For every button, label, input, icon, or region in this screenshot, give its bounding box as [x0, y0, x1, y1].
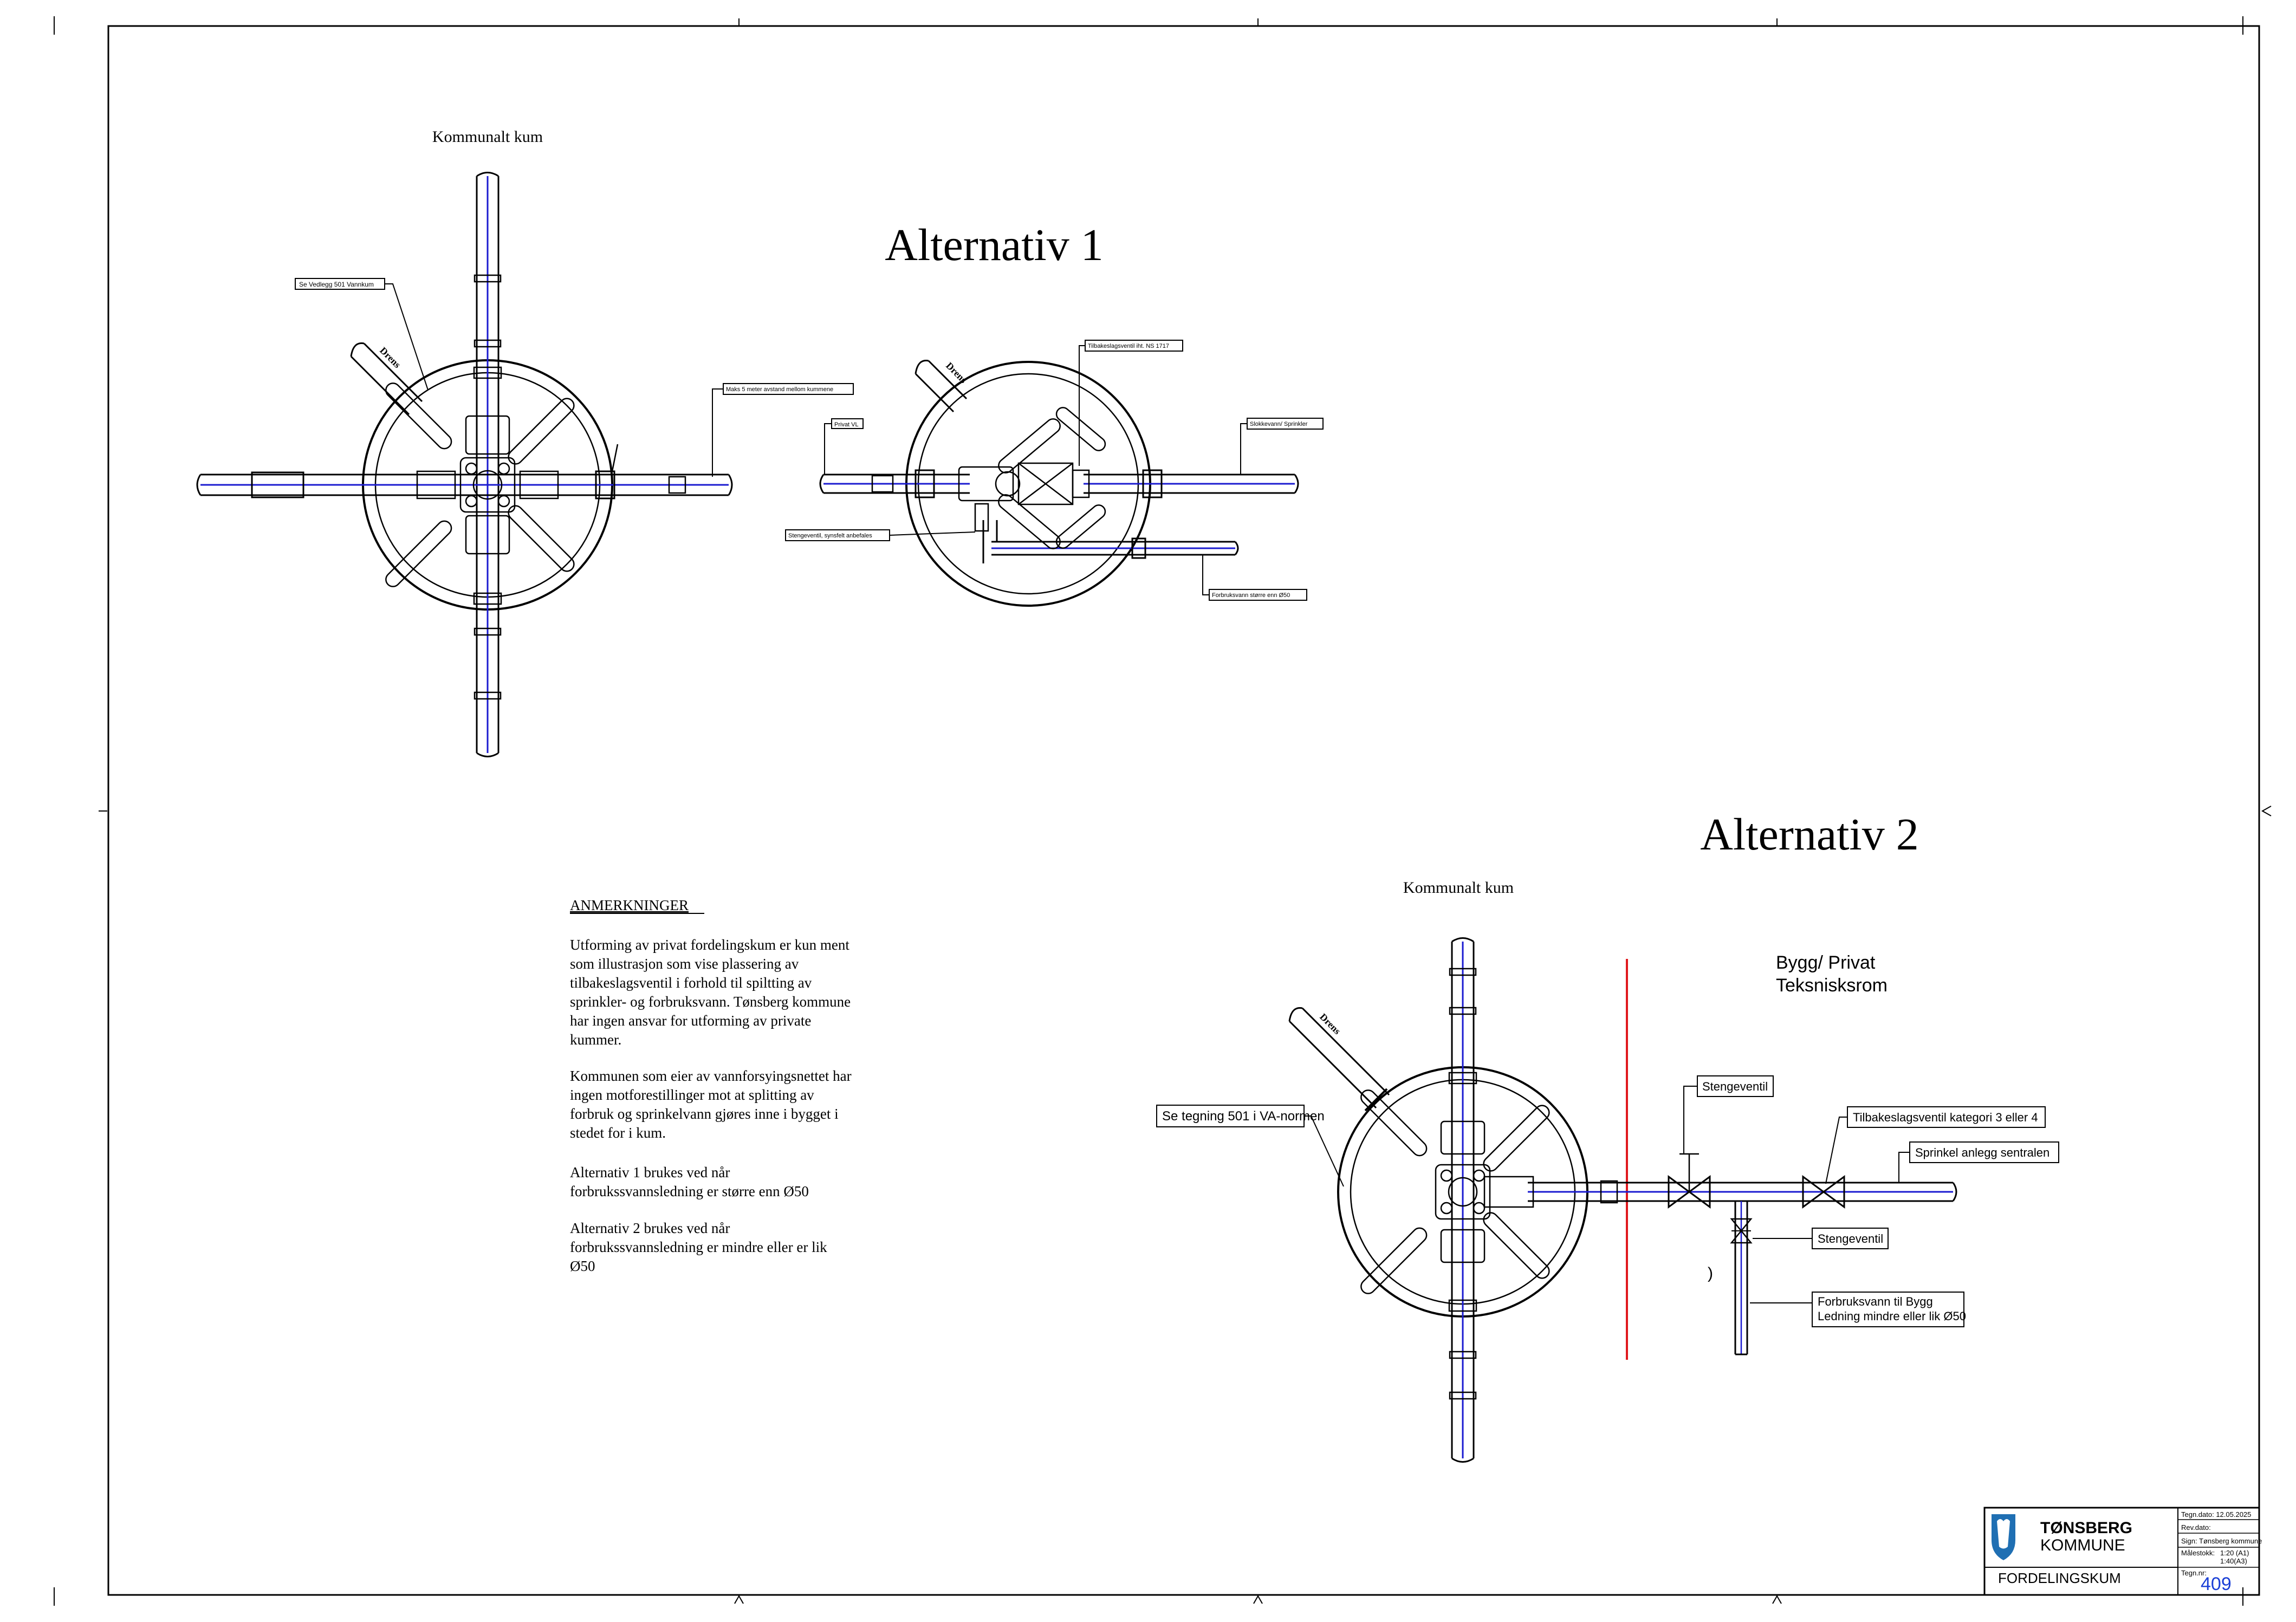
svg-text:Stengeventil, synsfelt anbefal: Stengeventil, synsfelt anbefales: [788, 533, 872, 539]
alt1-title: Alternativ 1: [885, 220, 1104, 270]
drawing-title: FORDELINGSKUM: [1998, 1570, 2121, 1586]
drawing-frame: [54, 16, 2272, 1606]
svg-text:kummer.: kummer.: [570, 1031, 621, 1048]
alt2-drain-label: Drens: [1318, 1011, 1342, 1036]
rev-dato: Rev.dato:: [2181, 1523, 2211, 1532]
alt1-callout-se-vedlegg: Se Vedlegg 501 Vannkum: [295, 278, 429, 391]
alt1-drain-label-right: Drens: [944, 360, 969, 385]
org-line2: KOMMUNE: [2040, 1536, 2125, 1554]
tegn-nr-label: Tegn.nr:: [2181, 1569, 2207, 1577]
alt1-callout-forbruksvann: Forbruksvann større enn Ø50: [1202, 555, 1307, 601]
alt1-callout-slokkevann: Slokkevann/ Sprinkler: [1240, 418, 1324, 475]
notes: ANMERKNINGER Utforming av privat fordeli…: [570, 897, 852, 1274]
alt2-callout-se-tegning: Se tegning 501 i VA-normen: [1156, 1105, 1344, 1187]
malestokk-a3: 1:40(A3): [2220, 1557, 2247, 1565]
sign: Sign: Tønsberg kommune: [2181, 1537, 2262, 1545]
svg-text:Forbruksvann større enn Ø50: Forbruksvann større enn Ø50: [1212, 592, 1290, 599]
alt2-tilbakeslag-valve: [1802, 1175, 1845, 1209]
alt2-municipal-manhole: Drens: [1288, 937, 1957, 1463]
svg-text:har ingen ansvar for utforming: har ingen ansvar for utforming av privat…: [570, 1013, 811, 1029]
svg-text:Privat VL: Privat VL: [834, 421, 859, 428]
notes-heading: ANMERKNINGER: [570, 897, 689, 913]
svg-text:Ø50: Ø50: [570, 1258, 595, 1274]
notes-p1: Utforming av privat fordelingskum er kun…: [570, 937, 851, 1048]
svg-text:Se Vedlegg 501 Vannkum: Se Vedlegg 501 Vannkum: [299, 281, 374, 288]
alt2-paren: ): [1708, 1264, 1713, 1282]
alt1-callout-stengeventil: Stengeventil, synsfelt anbefales: [785, 529, 976, 541]
alt1-callout-privat-vl: Privat VL: [824, 418, 864, 475]
svg-text:Sprinkel anlegg sentralen: Sprinkel anlegg sentralen: [1915, 1146, 2049, 1159]
svg-text:Kommunen som eier av vannforsy: Kommunen som eier av vannforsyingsnettet…: [570, 1068, 852, 1084]
alt1-callout-tilbakeslag: Tilbakeslagsventil iht. NS 1717: [1079, 340, 1183, 466]
svg-text:Stengeventil: Stengeventil: [1818, 1232, 1883, 1245]
svg-text:Alternativ 1 brukes ved når: Alternativ 1 brukes ved når: [570, 1164, 730, 1180]
svg-text:ingen motforestillinger mot at: ingen motforestillinger mot at splitting…: [570, 1087, 814, 1103]
svg-text:Alternativ 2 brukes ved når: Alternativ 2 brukes ved når: [570, 1220, 730, 1236]
alt2-branch-pipe: [1730, 1201, 1753, 1355]
svg-text:Se tegning 501 i VA-normen: Se tegning 501 i VA-normen: [1162, 1109, 1325, 1124]
tegn-nr: 409: [2201, 1574, 2232, 1594]
svg-text:som illustrasjon som vise plas: som illustrasjon som vise plassering av: [570, 956, 799, 972]
svg-text:forbrukssvannsledning er mindr: forbrukssvannsledning er mindre eller er…: [570, 1239, 827, 1255]
svg-text:Maks 5 meter avstand mellom ku: Maks 5 meter avstand mellom kummene: [726, 386, 833, 393]
tegn-dato: Tegn.dato: 12.05.2025: [2181, 1510, 2251, 1519]
alt1-municipal-manhole: Drens: [196, 172, 733, 757]
notes-p3: Alternativ 1 brukes ved når forbrukssvan…: [570, 1164, 809, 1199]
svg-text:Stengeventil: Stengeventil: [1702, 1080, 1768, 1093]
notes-p4: Alternativ 2 brukes ved når forbrukssvan…: [570, 1220, 827, 1274]
notes-p2: Kommunen som eier av vannforsyingsnettet…: [570, 1068, 852, 1141]
malestokk-label: Målestokk:: [2181, 1549, 2215, 1557]
svg-text:Utforming av privat fordelings: Utforming av privat fordelingskum er kun…: [570, 937, 849, 953]
org-line1: TØNSBERG: [2040, 1519, 2132, 1537]
svg-text:forbrukssvannsledning er størr: forbrukssvannsledning er større enn Ø50: [570, 1183, 809, 1199]
alt2-callout-tilbakeslag: Tilbakeslagsventil kategori 3 eller 4: [1825, 1106, 2046, 1184]
alt2-bygg-line2: Teksnisksrom: [1776, 975, 1888, 996]
alt1-drain-label-left: Drens: [378, 345, 403, 370]
alt2-callout-forbruk: Forbruksvann til Bygg Ledning mindre ell…: [1750, 1292, 1966, 1327]
tonsberg-logo-icon: [1992, 1514, 2015, 1560]
svg-text:tilbakeslagsventil i forhold t: tilbakeslagsventil i forhold til spiltti…: [570, 975, 812, 991]
svg-text:Tilbakeslagsventil iht. NS 171: Tilbakeslagsventil iht. NS 1717: [1088, 343, 1169, 349]
title-block: TØNSBERG KOMMUNE FORDELINGSKUM Tegn.dato…: [1983, 1507, 2262, 1596]
alt2-stengeventil-valve: [1668, 1153, 1711, 1209]
alt2-kum-label: Kommunalt kum: [1403, 879, 1514, 897]
alt1-private-manhole: Drens: [819, 360, 1299, 607]
svg-text:Ledning mindre eller lik Ø50: Ledning mindre eller lik Ø50: [1818, 1309, 1966, 1323]
malestokk-a1: 1:20 (A1): [2220, 1549, 2249, 1557]
svg-text:Tilbakeslagsventil kategori 3: Tilbakeslagsventil kategori 3 eller 4: [1853, 1111, 2038, 1124]
svg-text:forbruk og sprinkelvann gjøres: forbruk og sprinkelvann gjøres inne i by…: [570, 1106, 839, 1122]
alt2-callout-sprinkel: Sprinkel anlegg sentralen: [1898, 1141, 2059, 1183]
alt2-title: Alternativ 2: [1700, 809, 1919, 860]
svg-text:Slokkevann/ Sprinkler: Slokkevann/ Sprinkler: [1250, 421, 1308, 427]
alt2-bygg-line1: Bygg/ Privat: [1776, 952, 1876, 973]
alt1-callout-maks: Maks 5 meter avstand mellom kummene: [712, 383, 854, 477]
alt2-callout-stengeventil-top: Stengeventil: [1683, 1075, 1774, 1154]
svg-text:stedet for i kum.: stedet for i kum.: [570, 1125, 666, 1141]
svg-text:Forbruksvann til Bygg: Forbruksvann til Bygg: [1818, 1295, 1933, 1308]
alt1-kum-label: Kommunalt kum: [432, 128, 543, 146]
alt2-callout-stengeventil-mid: Stengeventil: [1753, 1228, 1889, 1249]
svg-text:sprinkler- og forbruksvann. Tø: sprinkler- og forbruksvann. Tønsberg kom…: [570, 994, 851, 1010]
